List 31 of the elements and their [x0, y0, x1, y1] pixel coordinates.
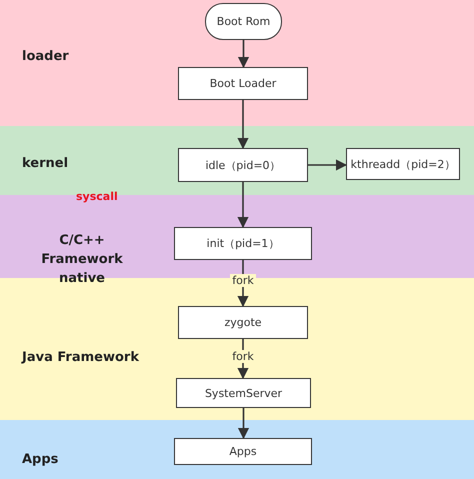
layer-label: Java Framework: [22, 349, 139, 367]
process-box: [205, 3, 282, 40]
box-label: idle（pid=0）: [205, 158, 281, 172]
box-label: kthreadd（pid=2）: [350, 156, 456, 172]
edge-label: fork: [230, 350, 256, 362]
annotation-label: syscall: [76, 190, 118, 203]
box-label: init（pid=1）: [206, 236, 280, 251]
layer-label: loader: [22, 48, 69, 66]
layer-band: [0, 420, 474, 479]
edge-label: fork: [230, 274, 256, 287]
box-label: zygote: [224, 316, 262, 329]
process-box: [178, 67, 308, 100]
process-box: [174, 227, 312, 260]
box-label: Apps: [229, 445, 257, 458]
layer-band: [0, 0, 474, 126]
box-label: SystemServer: [204, 386, 282, 400]
arrow: [237, 100, 249, 150]
process-box: [176, 378, 311, 408]
process-box: [174, 438, 312, 465]
layer-label: Apps: [22, 451, 58, 469]
layer-label: C/C++ Framework native: [40, 232, 124, 288]
arrow: [237, 182, 249, 228]
arrow: [308, 159, 348, 171]
layer-label: kernel: [22, 155, 68, 173]
process-box: [178, 306, 308, 339]
process-box: [178, 148, 308, 182]
box-label: Boot Rom: [216, 15, 270, 28]
box-label: Boot Loader: [210, 77, 276, 90]
arrow: [238, 408, 250, 440]
arrow: [238, 40, 250, 68]
process-box: [346, 148, 460, 180]
